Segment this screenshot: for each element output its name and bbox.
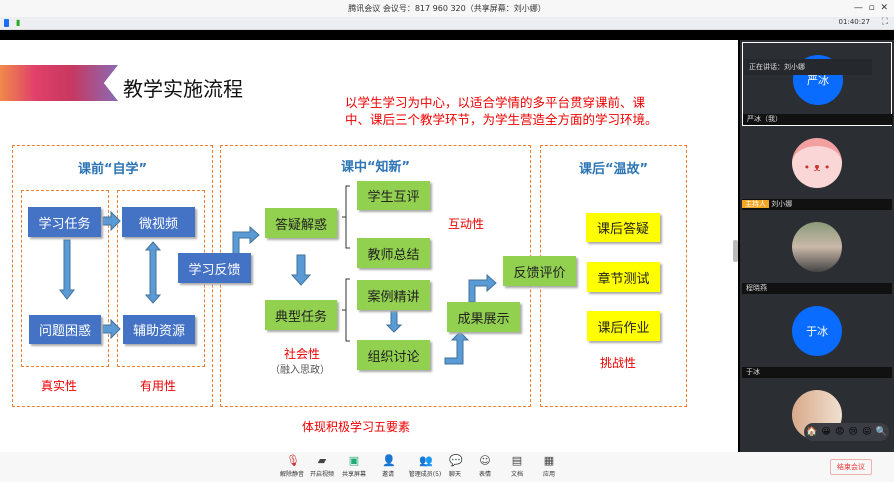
- arrow-icon: [468, 273, 497, 303]
- search-icon[interactable]: 🔍: [875, 427, 887, 437]
- box-learning-feedback: 学习反馈: [178, 253, 251, 283]
- window-title-bar: 腾讯会议 会议号：817 960 320（共享屏幕：刘小娜） — ▫ ✕: [0, 0, 894, 17]
- avatar: 于冰: [792, 306, 842, 356]
- participant-tile[interactable]: 🏠 😀 😡 😢 😛 🔍: [742, 378, 892, 462]
- arrow-icon: [144, 241, 162, 304]
- participant-name: 严冰（我）: [743, 114, 893, 125]
- panel-collapse-handle[interactable]: [733, 240, 738, 262]
- box-discussion: 组织讨论: [357, 340, 430, 370]
- box-resources: 辅助资源: [123, 315, 195, 344]
- box-case-study: 案例精讲: [357, 280, 430, 310]
- label-interactive: 互动性: [448, 217, 485, 231]
- meeting-toolbar: 🎙解除静音 ▰开启视频 ▣共享屏幕 👤邀请 👥管理成员(5) 💬聊天 ☺表情 ▤…: [0, 452, 894, 482]
- box-chapter-test: 章节测试: [587, 262, 660, 292]
- label-useful: 有用性: [140, 379, 177, 393]
- arrow-icon: [232, 225, 260, 261]
- apps-button[interactable]: ▦应用: [542, 454, 555, 479]
- intro-line-2: 中、课后三个教学环节，为学生营造全方面的学习环境。: [345, 112, 658, 127]
- arrow-icon: [385, 310, 403, 333]
- pre-inner-left: [21, 190, 109, 367]
- flow-arrows: [58, 185, 497, 365]
- label-social-note: （融入思政）: [270, 365, 330, 376]
- arrow-icon: [444, 331, 470, 365]
- fullscreen-icon[interactable]: ⛶: [881, 17, 888, 27]
- participant-name: 刘小娜: [771, 200, 793, 208]
- arrow-icon: [58, 239, 76, 300]
- box-homework: 课后作业: [587, 311, 660, 341]
- title-banner: [0, 65, 118, 101]
- shield-icon[interactable]: [4, 19, 9, 27]
- reaction-bar: 🏠 😀 😡 😢 😛 🔍: [804, 423, 889, 441]
- label-challenging: 挑战性: [600, 356, 637, 370]
- slide-title: 教学实施流程: [123, 77, 243, 101]
- box-after-class-qa: 课后答疑: [586, 213, 660, 242]
- mid-heading: 课中“知新”: [340, 160, 411, 175]
- box-typical-task: 典型任务: [265, 300, 337, 330]
- window-title: 腾讯会议 会议号：817 960 320（共享屏幕：刘小娜）: [348, 4, 546, 13]
- cry-emoji-icon[interactable]: 😢: [848, 427, 858, 437]
- tongue-emoji-icon[interactable]: 😛: [862, 427, 872, 437]
- document-icon: ▤: [511, 454, 523, 467]
- participant-tile[interactable]: 程晓燕: [742, 210, 892, 294]
- box-feedback-eval: 反馈评价: [503, 256, 576, 286]
- camera-off-icon: ▰: [317, 454, 327, 467]
- participant-name: 于冰: [742, 367, 892, 378]
- participants-panel: 严冰 正在讲话：刘小娜 严冰（我） • ᴥ • 主持人 刘小娜 程晓燕 于冰 于…: [740, 40, 894, 452]
- box-micro-video: 微视频: [122, 207, 195, 237]
- meeting-timer: 01:40:27: [838, 18, 870, 26]
- box-qa: 答疑解惑: [265, 208, 337, 238]
- emoji-icon: ☺: [479, 454, 491, 467]
- invite-icon: 👤: [382, 454, 396, 467]
- members-icon: 👥: [419, 454, 433, 467]
- signal-icon[interactable]: ▮: [16, 18, 21, 27]
- label-social: 社会性: [284, 347, 321, 361]
- participant-tile[interactable]: 严冰 正在讲话：刘小娜 严冰（我）: [742, 42, 893, 126]
- speaking-indicator: 正在讲话：刘小娜: [744, 59, 872, 75]
- chat-icon: 💬: [449, 454, 463, 467]
- manage-members-button[interactable]: 👥管理成员(5): [408, 454, 442, 479]
- avatar: • ᴥ •: [792, 138, 842, 188]
- slide-footer: 体现积极学习五要素: [302, 420, 411, 434]
- box-teacher-summary: 教师总结: [357, 238, 430, 268]
- window-controls[interactable]: — ▫ ✕: [853, 3, 888, 13]
- status-bar: ▮ 01:40:27 ⛶: [0, 17, 894, 30]
- home-icon[interactable]: 🏠: [806, 427, 818, 437]
- documents-button[interactable]: ▤文档: [510, 454, 523, 479]
- smile-emoji-icon[interactable]: 😀: [821, 427, 831, 437]
- end-meeting-button[interactable]: 结束会议: [830, 459, 872, 475]
- video-button[interactable]: ▰开启视频: [309, 454, 334, 479]
- intro-line-1: 以学生学习为中心，以适合学情的多平台贯穿课前、课: [345, 95, 646, 110]
- box-learning-task: 学习任务: [28, 207, 101, 237]
- box-questions: 问题困惑: [29, 315, 101, 344]
- participant-tile[interactable]: 于冰 于冰: [742, 294, 892, 378]
- participant-tile[interactable]: • ᴥ • 主持人 刘小娜: [742, 126, 892, 210]
- invite-button[interactable]: 👤邀请: [381, 454, 396, 479]
- arrow-icon: [102, 210, 121, 232]
- box-peer-review: 学生互评: [357, 181, 430, 210]
- mic-off-icon: 🎙: [286, 454, 300, 467]
- chat-button[interactable]: 💬聊天: [448, 454, 463, 479]
- host-badge: 主持人: [742, 200, 769, 208]
- mute-button[interactable]: 🎙解除静音: [279, 454, 304, 479]
- pre-heading: 课前“自学”: [77, 162, 148, 177]
- share-screen-button[interactable]: ▣共享屏幕: [341, 454, 366, 479]
- shared-slide: 教学实施流程 以学生学习为中心，以适合学情的多平台贯穿课前、课 中、课后三个教学…: [0, 40, 738, 452]
- share-screen-icon: ▣: [348, 454, 360, 467]
- avatar: [792, 222, 842, 272]
- angry-emoji-icon[interactable]: 😡: [835, 427, 845, 437]
- apps-icon: ▦: [543, 454, 555, 467]
- arrow-icon: [102, 318, 121, 340]
- participant-name: 程晓燕: [742, 283, 892, 294]
- box-showcase: 成果展示: [447, 302, 520, 332]
- reactions-button[interactable]: ☺表情: [478, 454, 491, 479]
- arrow-icon: [290, 254, 312, 286]
- label-authentic: 真实性: [41, 379, 78, 393]
- post-heading: 课后“温故”: [578, 162, 649, 177]
